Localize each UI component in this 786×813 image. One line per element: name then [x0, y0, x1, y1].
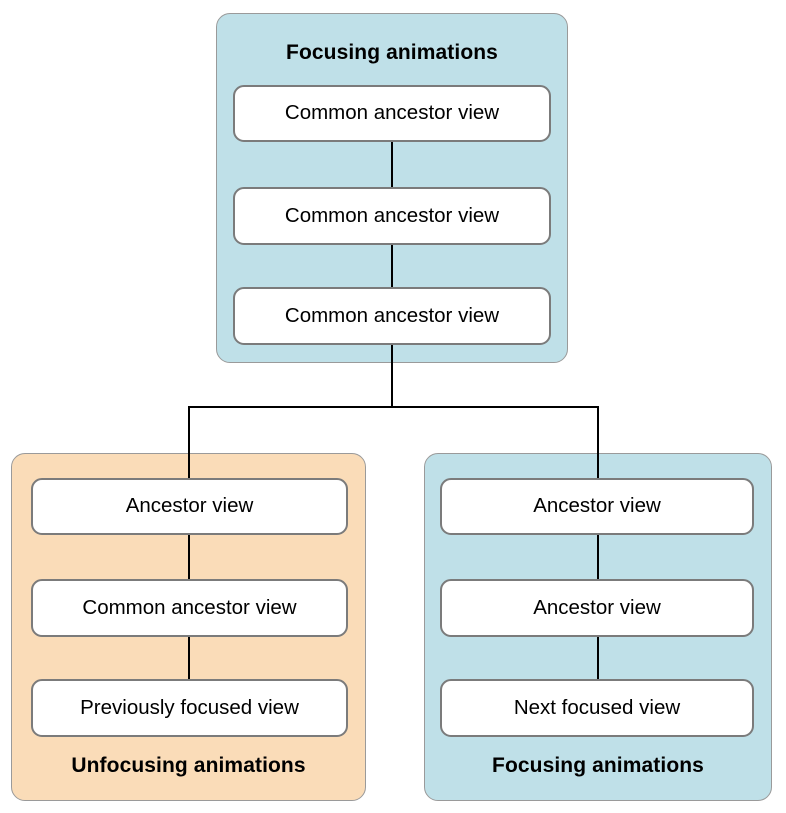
- node-bottom-left-1-label: Ancestor view: [125, 494, 254, 518]
- node-bottom-right-1-label: Ancestor view: [533, 494, 661, 518]
- group-bottom-left-title: Unfocusing animations: [71, 754, 306, 777]
- node-bottom-right-2[interactable]: Ancestor view: [440, 579, 754, 637]
- edge-branch-left-drop: [188, 406, 190, 480]
- node-top-1-label: Common ancestor view: [284, 101, 500, 125]
- node-bottom-left-2-label: Common ancestor view: [82, 595, 297, 619]
- node-top-1[interactable]: Common ancestor view: [233, 85, 551, 142]
- edge-branch-horizontal: [188, 406, 599, 408]
- node-bottom-left-2[interactable]: Common ancestor view: [31, 579, 348, 637]
- node-top-2[interactable]: Common ancestor view: [233, 187, 551, 245]
- edge-bottom-right-2-to-3: [597, 637, 599, 679]
- node-bottom-left-1[interactable]: Ancestor view: [31, 478, 348, 535]
- edge-bottom-left-1-to-2: [188, 535, 190, 579]
- node-bottom-left-3-label: Previously focused view: [80, 695, 299, 719]
- node-top-3-label: Common ancestor view: [284, 303, 500, 327]
- group-top-title: Focusing animations: [286, 41, 498, 64]
- node-bottom-right-1[interactable]: Ancestor view: [440, 478, 754, 535]
- edge-bottom-right-1-to-2: [597, 535, 599, 579]
- node-bottom-right-3[interactable]: Next focused view: [440, 679, 754, 737]
- edge-top-1-to-2: [391, 142, 393, 187]
- edge-top-2-to-3: [391, 245, 393, 287]
- node-bottom-left-3[interactable]: Previously focused view: [31, 679, 348, 737]
- edge-branch-right-drop: [597, 406, 599, 480]
- node-bottom-right-3-label: Next focused view: [513, 695, 681, 719]
- node-top-3[interactable]: Common ancestor view: [233, 287, 551, 345]
- node-bottom-right-2-label: Ancestor view: [533, 595, 661, 619]
- node-top-2-label: Common ancestor view: [284, 203, 500, 227]
- edge-bottom-left-2-to-3: [188, 637, 190, 679]
- edge-trunk-vertical: [391, 345, 393, 407]
- group-bottom-right-title: Focusing animations: [492, 754, 704, 777]
